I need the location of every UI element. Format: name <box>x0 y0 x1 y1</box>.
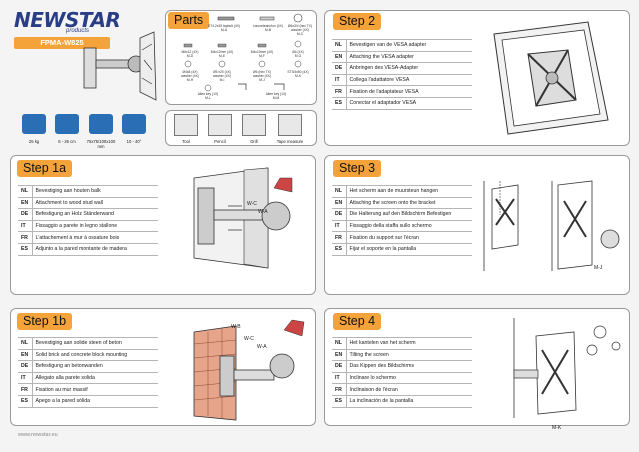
step2-illustration <box>493 21 609 135</box>
step1b-illustration <box>193 319 305 421</box>
part-label: Allen key (1X) M-M <box>265 92 287 100</box>
tool-label: Pencil <box>214 139 226 144</box>
drill-icon <box>242 114 266 136</box>
step1b-label-wa: W-A <box>257 344 267 350</box>
step1a-illustration <box>193 167 293 269</box>
step4-illustration <box>513 318 621 418</box>
brand-logo: NEWSTAR <box>14 8 121 32</box>
screwdriver-icon <box>174 114 198 136</box>
step1b-label-wc: W-C <box>244 336 254 342</box>
spec-vesa: 75x75/100x100 mm <box>86 139 116 149</box>
vesa-icon <box>89 114 113 134</box>
spec-tilt: 10 - 40° <box>126 139 142 144</box>
part-label: ST4.2x45 tapbolt (4X) M-A <box>207 24 241 32</box>
part-label: M4x12mm (4X) M-E <box>210 50 234 58</box>
step1b-label-wb: W-B <box>231 324 241 330</box>
tilt-icon <box>122 114 146 134</box>
footer-url: www.newstar.eu <box>18 432 58 438</box>
part-label: M6x12 (4X) M-D <box>181 50 199 58</box>
part-label: Ø5 x20 (4X) washer (4X) M-I <box>213 70 231 82</box>
part-label: Ø4x8 (4X) washer (4X) M-H <box>181 70 199 82</box>
depth-icon <box>55 114 79 134</box>
part-label: ST3/4x50 (4X) M-K <box>287 70 309 78</box>
parts-title: Parts <box>168 12 210 29</box>
step1a-label-wc: W-C <box>247 201 257 207</box>
part-label: Ø4 (4X) M-G <box>292 50 304 58</box>
tool-label: Tape measure <box>276 139 304 144</box>
spec-depth: 8 - 26 cm <box>58 139 76 144</box>
step2-title: Step 2 <box>333 13 382 30</box>
spec-weight: 25 kg <box>28 139 40 144</box>
tool-label: Drill <box>250 139 258 144</box>
step4-label-mk: M-K <box>552 425 562 431</box>
pencil-icon <box>208 114 232 136</box>
step1a-label-wa: W-A <box>258 209 268 215</box>
tool-label: Tool <box>182 139 190 144</box>
step3-label-mj: M-J <box>594 265 603 271</box>
parts-icons <box>183 13 303 92</box>
part-label: Ø6x3/4 (hex TX) washer (4X) M-C <box>287 24 313 36</box>
step1b-title: Step 1b <box>17 313 73 330</box>
part-label: Ø6 (hex TX) washer (4X) M-J <box>253 70 271 82</box>
part-label: Allen key (1X) M-L <box>197 92 219 100</box>
step3-illustration <box>483 180 620 271</box>
weight-icon <box>22 114 46 134</box>
part-label: M4x10mm (4X) M-F <box>250 50 274 58</box>
step3-title: Step 3 <box>333 160 382 177</box>
model-badge: FPMA-W825 <box>14 37 110 49</box>
part-label: concreteanchor (4X) M-B <box>253 24 283 32</box>
product-illustration <box>83 31 157 101</box>
step1a-title: Step 1a <box>17 160 73 177</box>
step4-title: Step 4 <box>333 313 382 330</box>
brand-sub: products <box>66 28 90 34</box>
tape-measure-icon <box>278 114 302 136</box>
